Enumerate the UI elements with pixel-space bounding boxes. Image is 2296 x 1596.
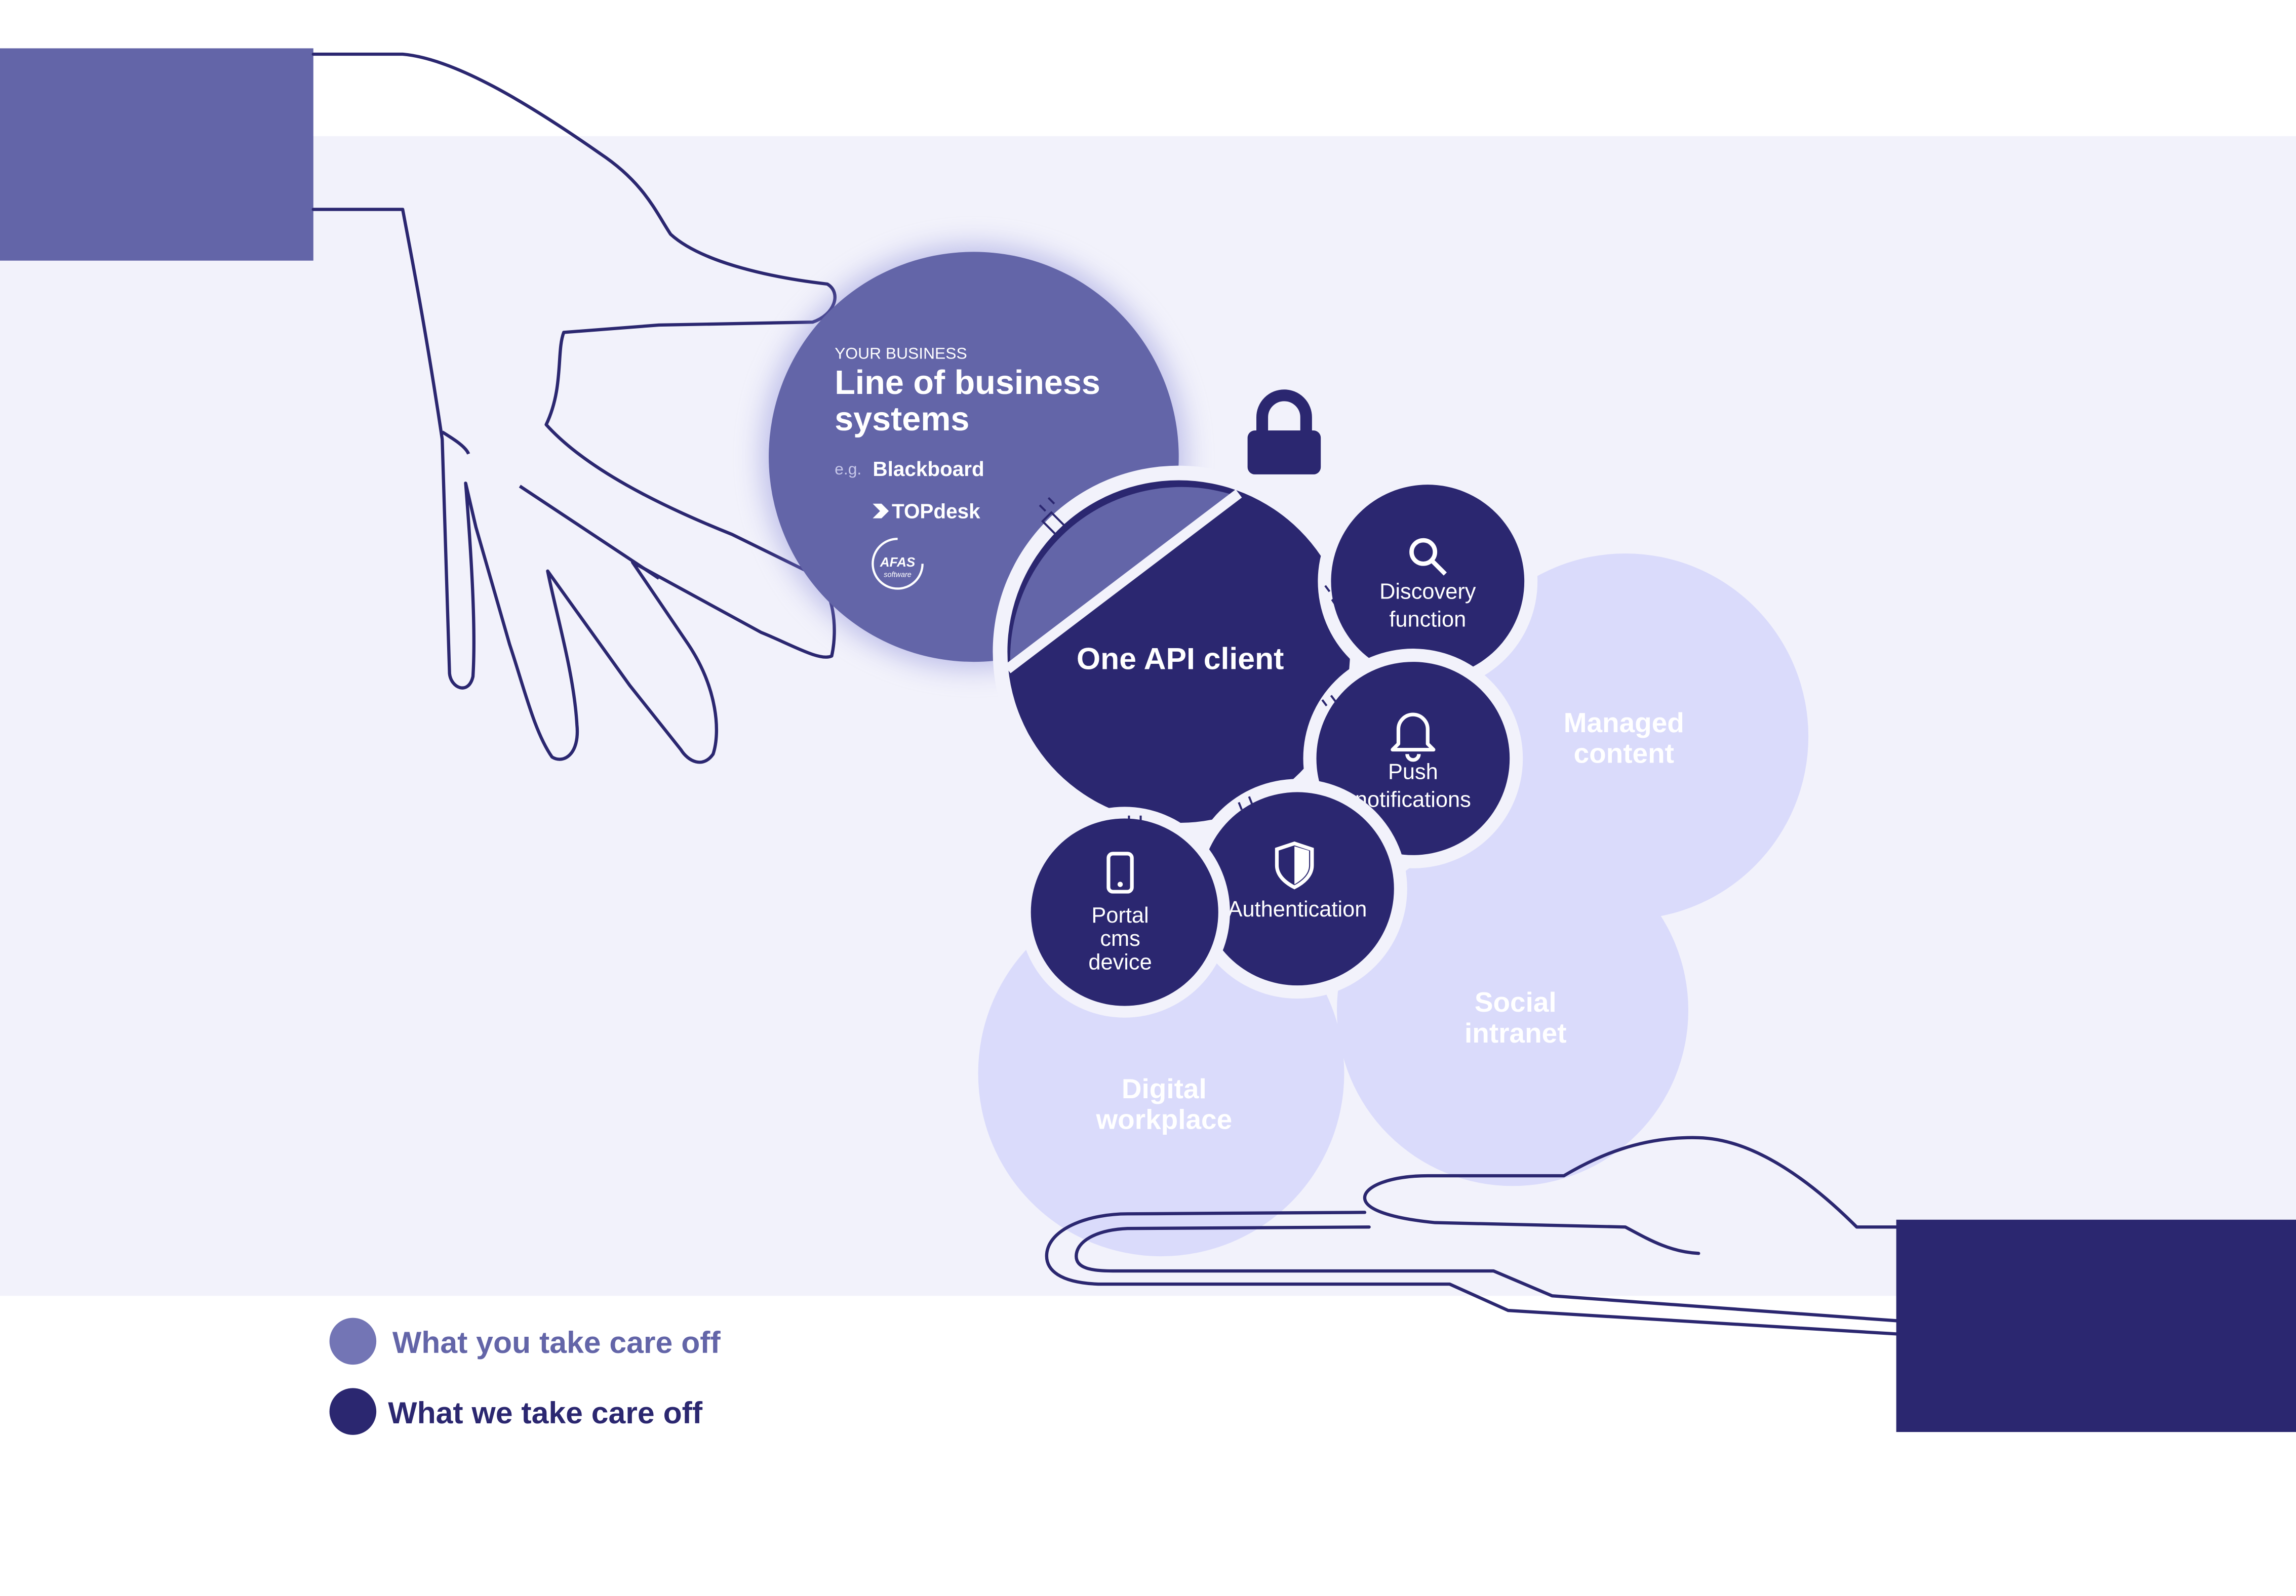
legend-we-swatch: [329, 1388, 377, 1435]
svg-text:software: software: [884, 571, 912, 579]
managed-content-label-1: Managed: [1564, 707, 1684, 738]
hand-thumb-detail: [519, 485, 660, 580]
svg-text:notifications: notifications: [1355, 787, 1471, 812]
svg-text:Authentication: Authentication: [1228, 897, 1367, 922]
giving-hand: [311, 52, 837, 764]
legend-you-label: What you take care off: [392, 1325, 721, 1360]
output-bubbles: [978, 553, 1809, 1257]
hand-finger-detail: [441, 430, 470, 455]
right-sleeve: [1896, 1219, 2296, 1432]
left-sleeve: [0, 48, 313, 261]
topdesk-chevron-icon: [873, 503, 889, 518]
digital-workplace-label-1: Digital: [1122, 1073, 1207, 1104]
svg-text:device: device: [1088, 950, 1152, 974]
search-icon: [1409, 538, 1447, 576]
svg-text:Portal: Portal: [1091, 903, 1149, 928]
legend-you-swatch: [329, 1318, 377, 1365]
legend-we-label: What we take care off: [388, 1395, 703, 1430]
module-portal-cms-device: Portal cms device: [1019, 807, 1230, 1018]
social-intranet-label-1: Social: [1475, 986, 1557, 1018]
business-title-line1: Line of business: [835, 364, 1100, 402]
module-authentication: Authentication: [1187, 779, 1407, 999]
api-client-label: One API client: [1077, 642, 1284, 676]
plug-connectors: [1039, 497, 1352, 839]
social-intranet-bubble: [1337, 834, 1688, 1186]
svg-text:function: function: [1389, 608, 1466, 632]
phone-icon: [1106, 852, 1134, 894]
svg-text:Push: Push: [1388, 760, 1438, 784]
svg-text:cms: cms: [1100, 927, 1140, 951]
digital-workplace-label-2: workplace: [1095, 1104, 1232, 1135]
shield-icon-fill: [1294, 846, 1310, 885]
module-discovery: Discovery function: [1318, 471, 1538, 691]
business-eyebrow: YOUR BUSINESS: [835, 344, 967, 362]
svg-text:Discovery: Discovery: [1379, 580, 1476, 604]
topdesk-logo: TOPdesk: [892, 500, 980, 523]
managed-content-bubble: [1442, 553, 1809, 920]
managed-content-label-2: content: [1574, 738, 1674, 769]
business-eg: e.g.: [835, 460, 861, 478]
blackboard-logo: Blackboard: [873, 457, 984, 481]
shield-icon: [1275, 841, 1314, 890]
svg-text:AFAS: AFAS: [880, 554, 916, 570]
business-title-line2: systems: [835, 401, 969, 438]
social-intranet-label-2: intranet: [1464, 1017, 1566, 1049]
api-client-divider: [1004, 489, 1242, 673]
bell-icon: [1391, 712, 1436, 762]
lock-icon: [1247, 389, 1321, 474]
receiving-hand: [1045, 1136, 1898, 1336]
